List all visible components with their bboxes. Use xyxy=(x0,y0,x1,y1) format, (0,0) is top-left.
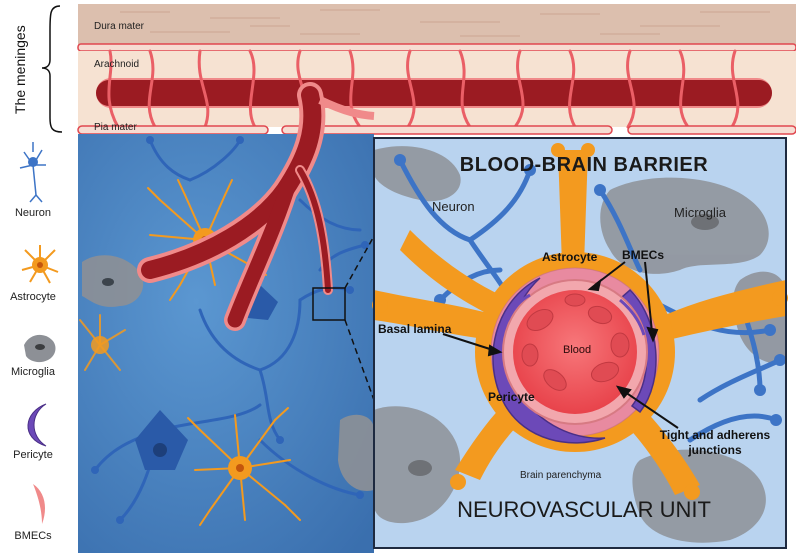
neuron-terminal xyxy=(146,136,154,144)
neuron-terminal xyxy=(116,516,124,524)
pericyte-label: Pericyte xyxy=(488,390,535,404)
arachnoid-membrane xyxy=(77,43,796,52)
bbb-inset xyxy=(372,137,788,549)
neuron-terminal xyxy=(276,436,284,444)
neuron-terminal xyxy=(356,491,364,499)
zoom-region xyxy=(312,287,346,321)
junctions-label-line2: junctions xyxy=(688,443,742,457)
dura-mater-label: Dura mater xyxy=(94,21,145,32)
pia-mater-label: Pia mater xyxy=(94,122,137,133)
meninges xyxy=(77,4,796,135)
legend-microglia-label: Microglia xyxy=(10,366,55,378)
neuron-terminal xyxy=(91,466,99,474)
astrocyte-label: Astrocyte xyxy=(542,250,598,264)
brain-tissue xyxy=(78,134,374,553)
neuron-terminal xyxy=(361,241,369,249)
legend-neuron-label: Neuron xyxy=(14,207,52,219)
bbb-title: BLOOD-BRAIN BARRIER xyxy=(459,154,709,176)
nvu-title: NEUROVASCULAR UNIT xyxy=(457,497,711,522)
astrocyte-icon xyxy=(21,245,59,284)
pia-mater-segment xyxy=(281,125,613,135)
zoom-connector-bottom xyxy=(344,319,375,401)
legend-bmecs-label: BMECs xyxy=(14,530,52,542)
meningeal-vessel xyxy=(96,80,772,106)
neuron-terminal xyxy=(236,136,244,144)
inset-microglia-label: Microglia xyxy=(674,205,727,220)
inset-neuron-label: Neuron xyxy=(432,199,475,214)
basal-lamina-label: Basal lamina xyxy=(378,322,452,336)
neuron-terminal xyxy=(346,286,354,294)
legend-astrocyte-label: Astrocyte xyxy=(10,291,56,303)
bmec-icon xyxy=(33,484,45,524)
brain-parenchyma-label: Brain parenchyma xyxy=(520,470,602,481)
blood-label: Blood xyxy=(563,344,592,356)
microglia-icon xyxy=(24,334,56,363)
penetrating-vessel xyxy=(137,82,375,331)
tissue-microglia xyxy=(82,255,374,491)
neuron-soma-large xyxy=(135,410,188,470)
legend-pericyte-label: Pericyte xyxy=(13,449,53,461)
junctions-label-line1: Tight and adherens xyxy=(659,428,771,442)
bmecs-label: BMECs xyxy=(622,248,665,262)
pericyte-icon xyxy=(27,403,47,447)
arachnoid-label: Arachnoid xyxy=(94,59,140,70)
meninges-brace xyxy=(41,5,63,133)
neuron-icon xyxy=(19,142,46,203)
dura-mater-layer xyxy=(78,4,796,46)
meninges-group-label: The meninges xyxy=(12,25,28,115)
pia-mater-segment xyxy=(627,125,796,135)
